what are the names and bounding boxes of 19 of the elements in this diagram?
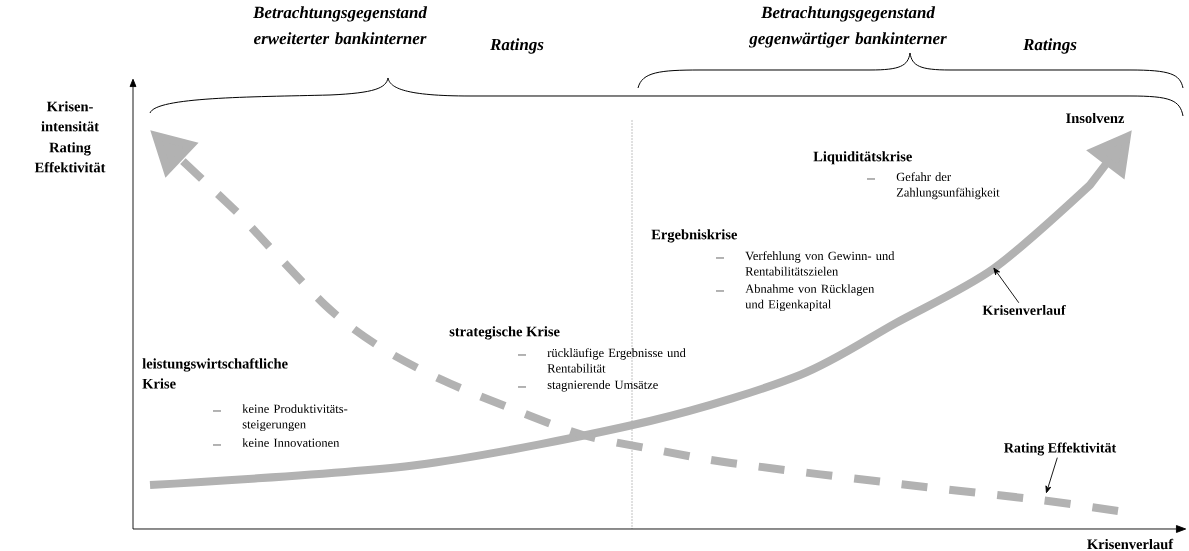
list-item: keine Innovationen — [242, 438, 340, 447]
section-heading: Betrachtungsgegenstand erweiterter bankinterner — [252, 6, 428, 45]
leader-arrow — [993, 267, 1020, 304]
section-heading: Ratings — [490, 38, 544, 54]
list-item: Abnahme von Rücklagen und Eigenkapital — [745, 284, 875, 312]
section-heading: Betrachtungsgegenstand gegenwärtiger bankinterner — [749, 6, 947, 48]
phase-heading: strategische Krise — [449, 326, 560, 340]
end-label: Insolvenz — [1066, 112, 1125, 124]
leader-arrow — [1045, 457, 1058, 494]
list-item: Gefahr der Zahlungsunfähigkeit — [896, 172, 1000, 200]
axis-label: Krisen- intensität — [41, 101, 99, 132]
axis-label: Krisenverlauf — [1087, 538, 1174, 550]
phase-heading: Ergebniskrise — [651, 229, 738, 243]
axis-label: Rating Effektivität — [34, 142, 106, 173]
phase-heading: leistungswirtschaftliche Krise — [142, 358, 288, 389]
list-item: Verfehlung von Gewinn- und Rentabilitätszielen — [745, 251, 895, 276]
list-item: stagnierende Umsätze — [547, 380, 658, 392]
section-heading: Ratings — [1023, 38, 1077, 54]
phase-heading: Liquiditätskrise — [813, 151, 912, 165]
